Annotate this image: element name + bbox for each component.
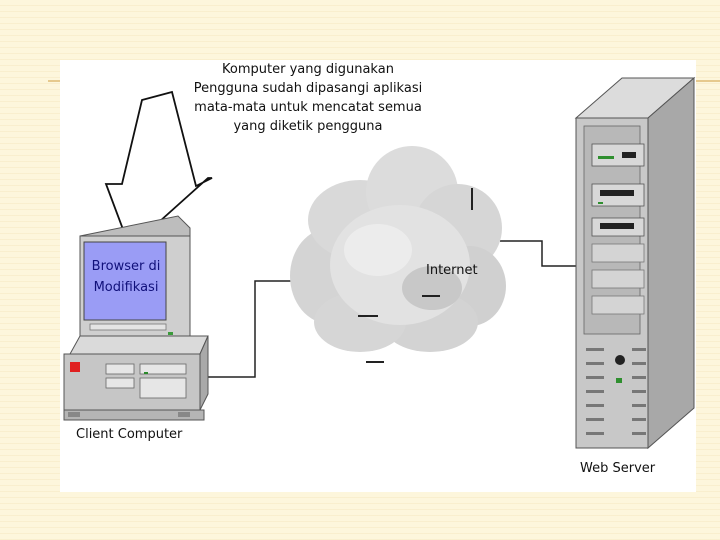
annotation-arrow-shape — [104, 90, 213, 250]
internet-cloud — [290, 146, 506, 363]
network-diagram: Komputer yang digunakan Pengguna sudah d… — [60, 60, 696, 492]
web-server-tower — [574, 76, 696, 450]
client-to-internet-line — [206, 280, 305, 378]
keylogger-annotation: Komputer yang digunakan Pengguna sudah d… — [178, 60, 438, 136]
monitor-screen-text: Browser di Modifikasi — [86, 256, 166, 298]
web-server-label: Web Server — [580, 461, 656, 476]
screen-line: Modifikasi — [93, 280, 159, 295]
annotation-line: Komputer yang digunakan — [222, 62, 394, 77]
client-computer-label: Client Computer — [76, 427, 183, 442]
internet-label: Internet — [426, 263, 478, 278]
header-rule-left — [48, 80, 60, 82]
diagram-graphics — [63, 76, 696, 450]
annotation-line: yang diketik pengguna — [233, 119, 383, 134]
header-rule-right — [696, 80, 720, 82]
client-cpu-unit — [63, 335, 209, 421]
internet-to-server-line — [500, 240, 576, 267]
annotation-line: Pengguna sudah dipasangi aplikasi — [193, 81, 423, 96]
screen-line: Browser di — [91, 259, 161, 274]
annotation-line: mata-mata untuk mencatat semua — [194, 100, 422, 115]
